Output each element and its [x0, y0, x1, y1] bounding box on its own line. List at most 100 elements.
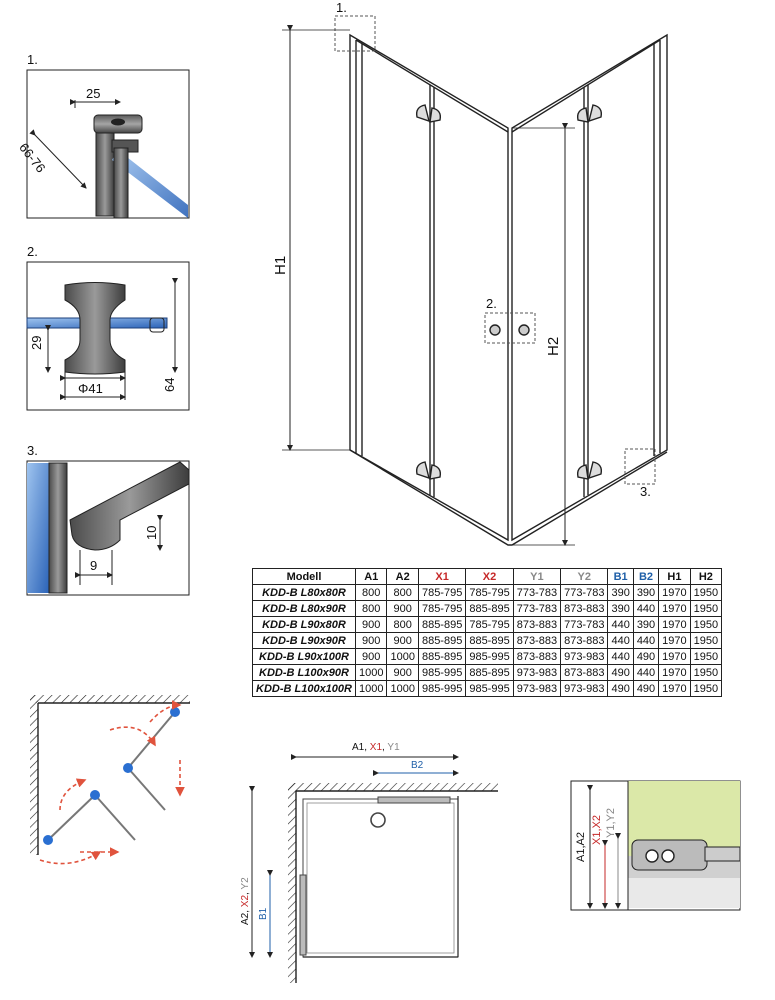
callout-2-label: 2. — [486, 296, 497, 311]
value-cell: 1970 — [658, 584, 691, 601]
callout-box-2 — [484, 312, 536, 344]
col-y2: Y2 — [560, 568, 609, 585]
value-cell: 1950 — [689, 632, 723, 649]
value-cell: 985-995 — [465, 680, 514, 697]
plan-b1-label: B1 — [258, 907, 269, 920]
plan-top-a: A1, — [352, 742, 370, 753]
value-cell: 985-995 — [465, 648, 514, 665]
col-b1: B1 — [607, 568, 634, 585]
value-cell: 773-783 — [560, 616, 609, 633]
install-x-label: X1,X2 — [591, 815, 603, 845]
h1-label: H1 — [272, 255, 289, 275]
shower-enclosure-3d — [349, 33, 668, 546]
value-cell: 885-895 — [417, 632, 467, 649]
install-detail — [570, 780, 741, 911]
value-cell: 390 — [632, 616, 660, 633]
value-cell: 885-895 — [465, 600, 514, 617]
value-cell: 1950 — [689, 616, 723, 633]
value-cell: 490 — [607, 680, 634, 697]
table-header-row: Modell A1 A2 X1 X2 Y1 Y2 B1 B2 H1 H2 — [252, 568, 723, 585]
col-h1: H1 — [658, 568, 691, 585]
plan-top-sep: , — [382, 742, 388, 753]
detail-2-dim-diameter: Φ41 — [78, 381, 103, 396]
value-cell: 800 — [386, 616, 419, 633]
value-cell: 885-895 — [417, 616, 467, 633]
callout-3-label: 3. — [640, 484, 651, 499]
value-cell: 1000 — [386, 648, 419, 665]
value-cell: 1950 — [689, 584, 723, 601]
detail-3-frame — [26, 460, 190, 596]
value-cell: 873-883 — [560, 664, 609, 681]
swing-diagram — [30, 695, 190, 865]
callout-box-1 — [334, 15, 376, 52]
value-cell: 900 — [386, 600, 419, 617]
model-cell: KDD-B L90x90R — [252, 632, 356, 649]
detail-2-label: 2. — [27, 244, 38, 259]
value-cell: 1000 — [354, 680, 388, 697]
install-y-label: Y1,Y2 — [605, 808, 617, 838]
value-cell: 440 — [607, 648, 634, 665]
value-cell: 973-983 — [512, 680, 562, 697]
value-cell: 973-983 — [560, 648, 609, 665]
col-y1: Y1 — [512, 568, 562, 585]
value-cell: 1950 — [689, 648, 723, 665]
value-cell: 1970 — [658, 600, 691, 617]
value-cell: 390 — [632, 584, 660, 601]
plan-top-y: Y1 — [387, 742, 400, 753]
detail-3-dim-height: 10 — [144, 525, 159, 540]
value-cell: 390 — [607, 584, 634, 601]
model-cell: KDD-B L100x100R — [252, 680, 356, 697]
plan-top-x: X1 — [369, 742, 383, 753]
col-a2: A2 — [386, 568, 419, 585]
plan-b2-label: B2 — [411, 760, 424, 771]
value-cell: 440 — [632, 632, 660, 649]
value-cell: 440 — [607, 632, 634, 649]
detail-1-frame — [26, 69, 190, 219]
value-cell: 773-783 — [512, 584, 562, 601]
value-cell: 440 — [632, 664, 660, 681]
value-cell: 985-995 — [417, 664, 467, 681]
col-x1: X1 — [417, 568, 467, 585]
detail-3-label: 3. — [27, 443, 38, 458]
value-cell: 885-895 — [417, 648, 467, 665]
plan-view — [249, 754, 498, 983]
value-cell: 885-895 — [465, 664, 514, 681]
value-cell: 885-895 — [465, 632, 514, 649]
value-cell: 973-983 — [512, 664, 562, 681]
value-cell: 390 — [607, 600, 634, 617]
detail-1-label: 1. — [27, 52, 38, 67]
value-cell: 1000 — [354, 664, 388, 681]
value-cell: 1950 — [689, 664, 723, 681]
callout-1-label: 1. — [336, 0, 347, 15]
value-cell: 1970 — [658, 632, 691, 649]
value-cell: 1950 — [689, 680, 723, 697]
value-cell: 900 — [386, 632, 419, 649]
value-cell: 1970 — [658, 648, 691, 665]
model-cell: KDD-B L80x90R — [252, 600, 356, 617]
detail-3-dim-width: 9 — [90, 558, 98, 573]
spec-table: Modell A1 A2 X1 X2 Y1 Y2 B1 B2 H1 H2 KDD… — [252, 568, 723, 697]
col-modell: Modell — [252, 568, 356, 585]
plan-left-sep: , — [240, 889, 251, 895]
value-cell: 490 — [632, 648, 660, 665]
model-cell: KDD-B L80x80R — [252, 584, 356, 601]
value-cell: 1950 — [689, 600, 723, 617]
col-x2: X2 — [465, 568, 514, 585]
value-cell: 785-795 — [417, 584, 467, 601]
value-cell: 873-883 — [560, 632, 609, 649]
value-cell: 1970 — [658, 664, 691, 681]
model-cell: KDD-B L90x80R — [252, 616, 356, 633]
install-a-label: A1,A2 — [575, 832, 587, 862]
detail-2-dim-total: 64 — [162, 377, 177, 392]
value-cell: 873-883 — [512, 648, 562, 665]
value-cell: 900 — [354, 616, 388, 633]
value-cell: 873-883 — [512, 632, 562, 649]
value-cell: 440 — [607, 616, 634, 633]
detail-2-dim-height: 29 — [29, 335, 44, 350]
